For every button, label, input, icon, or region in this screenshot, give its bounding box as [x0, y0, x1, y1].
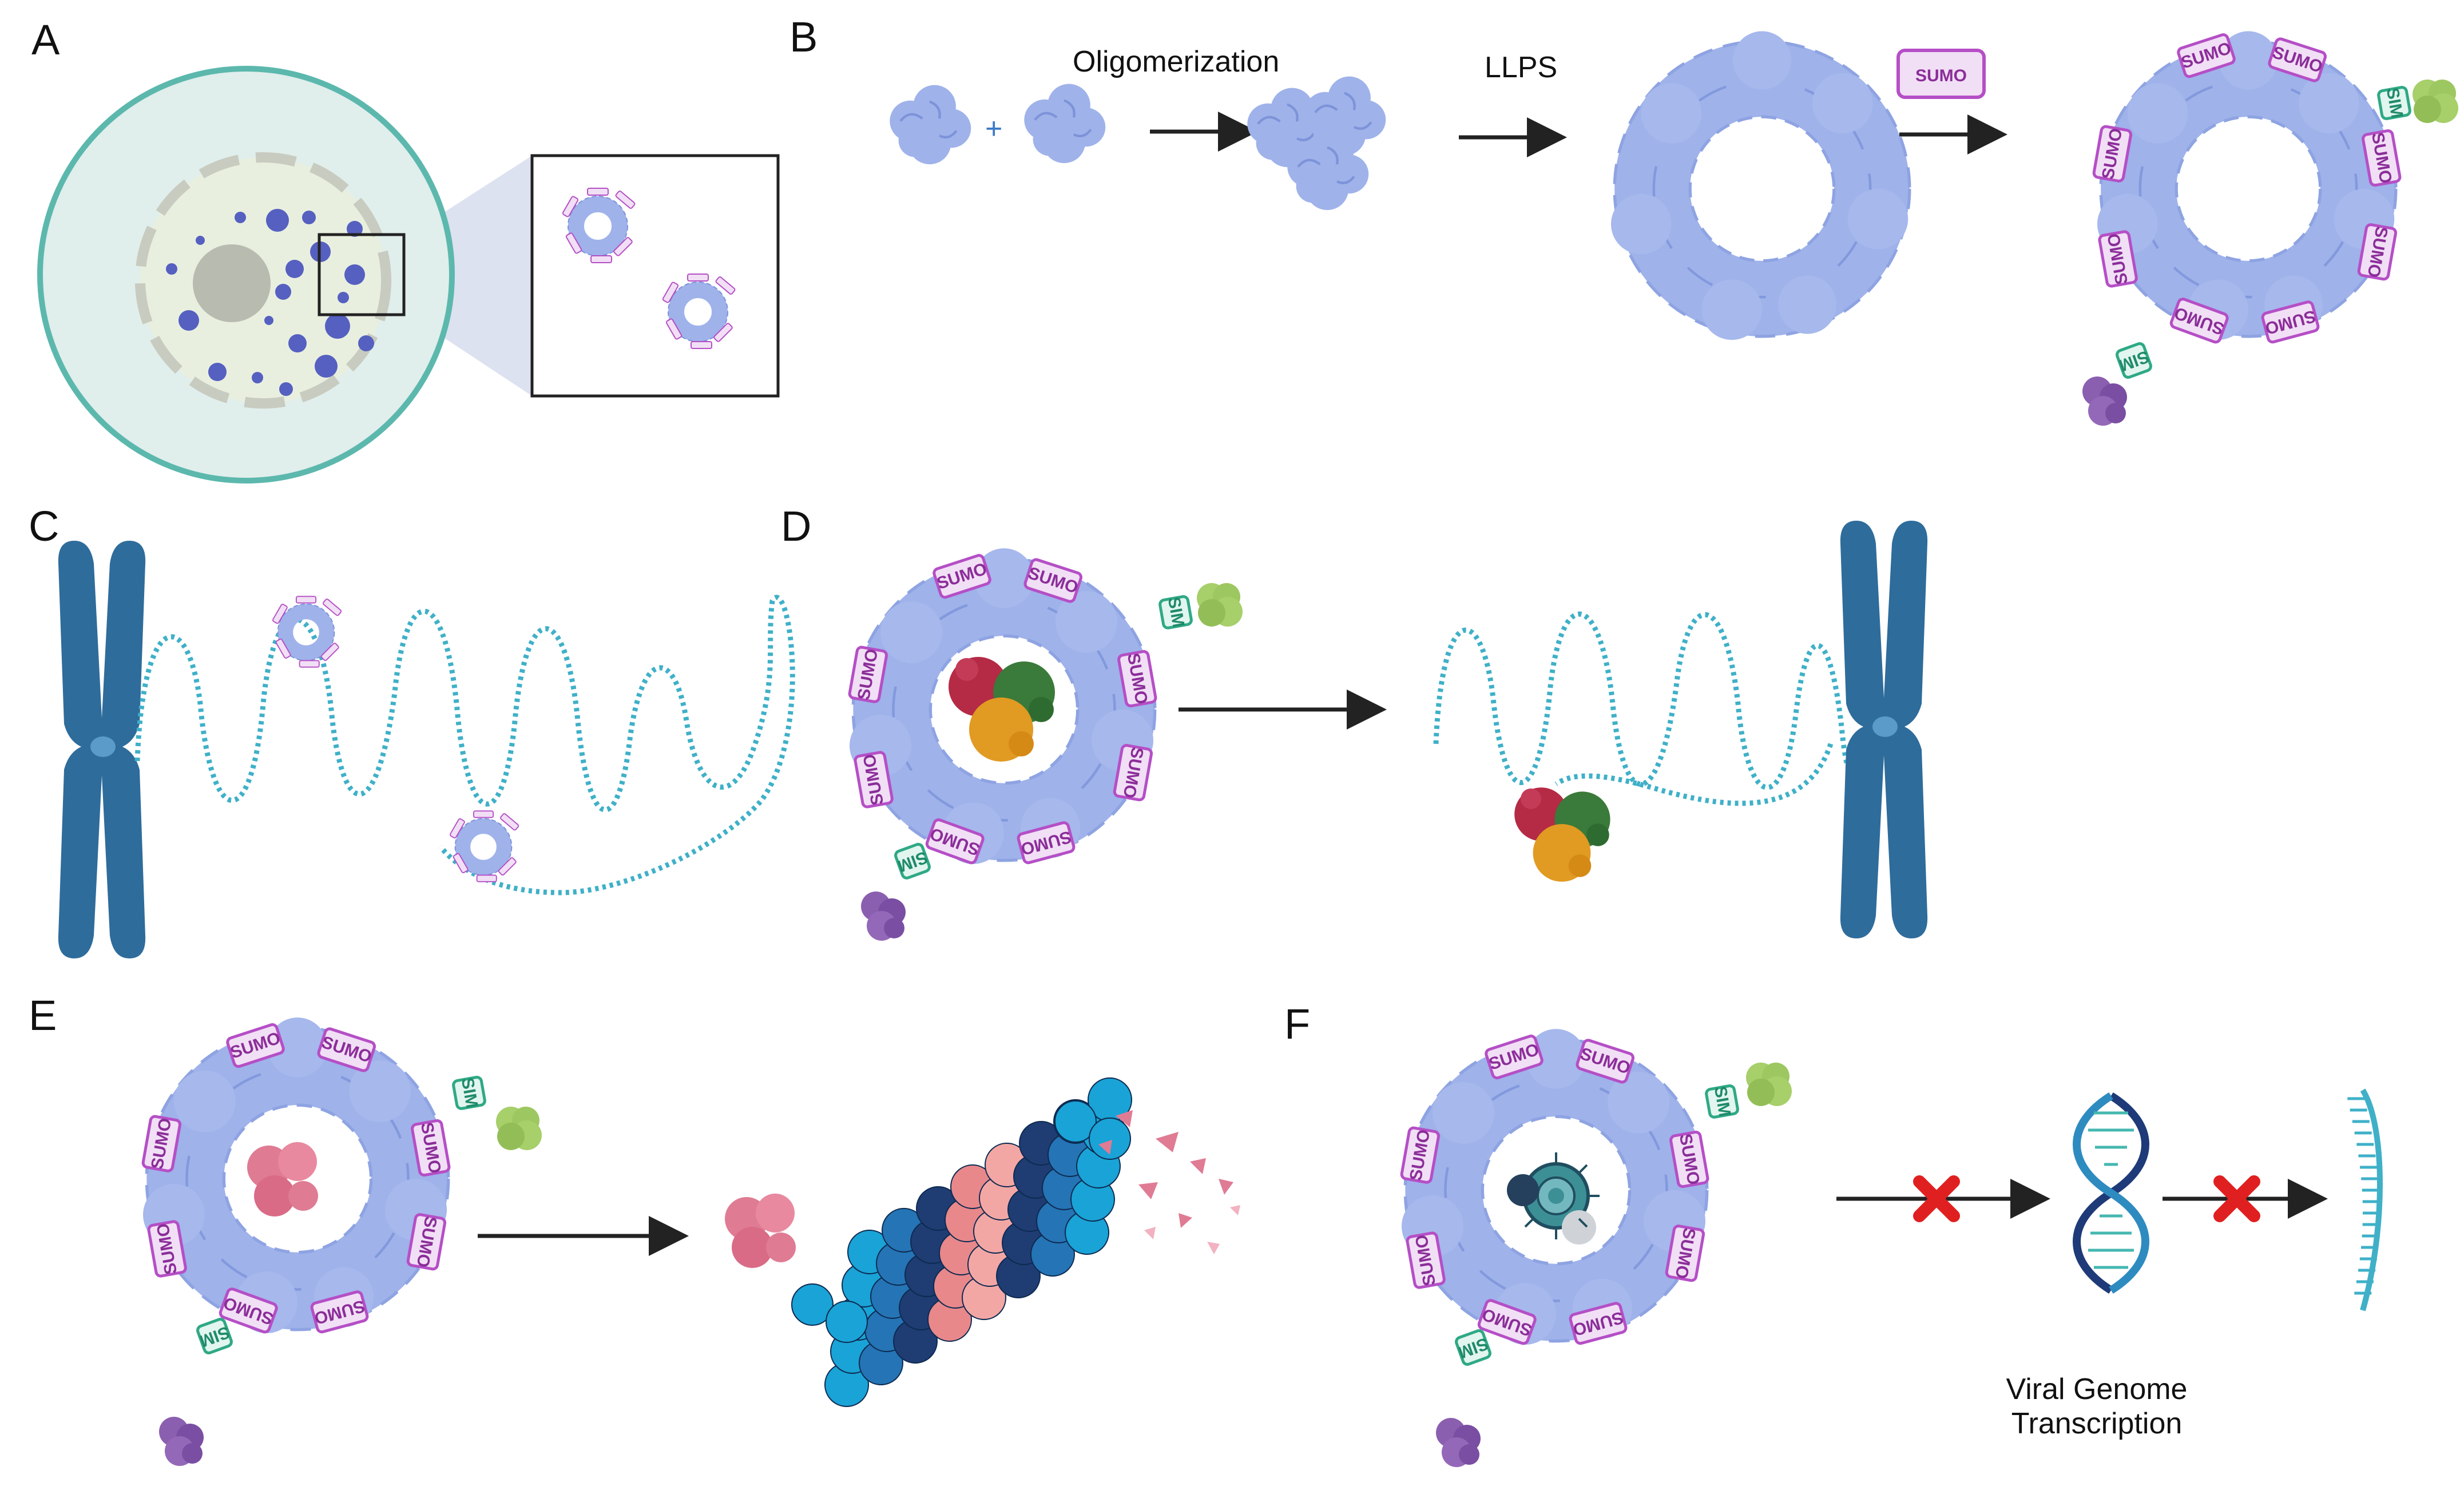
sumo-tag: SUMO — [147, 1220, 187, 1278]
blocked-cross-1 — [1913, 1175, 1960, 1222]
sumo-tag: SUMO — [1023, 558, 1083, 603]
proteasome-cap — [791, 1283, 834, 1326]
proteasome — [791, 1077, 1132, 1407]
sumo-tag: SUMO — [411, 1119, 451, 1177]
sim-tag: SIM — [1158, 595, 1193, 629]
sumo-tag: SUMO — [1576, 1039, 1635, 1084]
sumo-tag: SUMO — [1117, 650, 1157, 708]
rna-strand — [2347, 1088, 2383, 1311]
sumo-key-box — [1896, 49, 1986, 99]
proteasome-cap — [1089, 1118, 1131, 1160]
panel-label-e: E — [29, 992, 57, 1039]
virus-particle — [1507, 1152, 1600, 1245]
plus-sign: + — [985, 112, 1002, 145]
sumo-tag: SUMO — [2261, 300, 2320, 344]
sim-tag: SIM — [1705, 1084, 1739, 1119]
nuclear-bodies — [166, 209, 374, 396]
sim-tag: SIM — [2116, 342, 2152, 379]
sumo-tag: SUMO — [1485, 1035, 1544, 1080]
panel-label-a: A — [31, 16, 60, 64]
sumo-tag: SUMO — [2098, 230, 2138, 288]
oligomerization-label: Oligomerization — [1073, 45, 1279, 78]
panel-b-process: + Oligomerization LLPS SUMO SUMO SUMO SUMO… — [890, 31, 2458, 426]
sumo-tag: SUMO — [848, 645, 888, 703]
nucleolus — [193, 244, 271, 322]
sim-tag: SIM — [2377, 86, 2411, 120]
peptide-fragments — [1098, 1110, 1240, 1254]
sumoylated-ring — [2097, 31, 2396, 340]
viral-label-line1: Viral Genome — [2006, 1373, 2188, 1406]
chromatin-fiber — [134, 595, 795, 895]
sumo-tag: SUMO — [2268, 37, 2327, 82]
proteasome-cap — [1054, 1100, 1097, 1143]
sim-tag: SIM — [196, 1318, 233, 1354]
sumo-tag: SUMO — [1406, 1231, 1446, 1289]
sumo-tag: SUMO — [310, 1290, 369, 1334]
sumo-tag: SUMO — [1017, 821, 1076, 865]
panel-label-c: C — [29, 502, 59, 550]
pink-substrate-2 — [725, 1194, 796, 1268]
chromatin-fiber-d — [1433, 611, 1879, 806]
sumo-tag: SUMO — [1669, 1131, 1709, 1188]
panel-label-b: B — [789, 13, 818, 61]
zoom-box — [318, 233, 406, 316]
sumo-tag: SUMO — [2092, 125, 2133, 183]
sumo-tag: SUMO — [2357, 223, 2398, 281]
blocked-cross-2 — [2213, 1175, 2260, 1222]
sumo-tag: SUMO — [406, 1213, 447, 1271]
panel-c-chromatin — [58, 541, 795, 958]
panel-label-f: F — [1284, 1000, 1310, 1048]
proteasome-cap — [826, 1301, 868, 1343]
panel-label-d: D — [781, 502, 811, 550]
dna-helix — [2073, 1092, 2149, 1294]
sumo-tag: SUMO — [1113, 744, 1153, 802]
zoom-inset — [530, 154, 780, 398]
sumo-tag: SUMO — [925, 818, 985, 865]
pink-substrate — [247, 1142, 318, 1216]
panel-a-cell — [37, 66, 780, 484]
sumo-tag: SUMO — [1665, 1225, 1705, 1282]
viral-label-line2: Transcription — [2011, 1407, 2183, 1440]
sumo-tag: SUMO — [2362, 129, 2402, 187]
nuclear-envelope — [135, 152, 391, 409]
sumo-tag: SUMO — [933, 554, 991, 599]
sim-tag: SIM — [1455, 1329, 1491, 1366]
sumo-tag: SUMO — [141, 1115, 182, 1172]
llps-label: LLPS — [1485, 51, 1557, 84]
sumo-key-label: SUMO — [1915, 66, 1967, 85]
sumo-tag: SUMO — [1400, 1126, 1441, 1184]
sumo-tag: SUMO — [854, 751, 894, 809]
sim-tag: SIM — [452, 1076, 486, 1110]
sim-tag: SIM — [894, 843, 931, 879]
sumo-tag: SUMO — [1569, 1302, 1628, 1345]
